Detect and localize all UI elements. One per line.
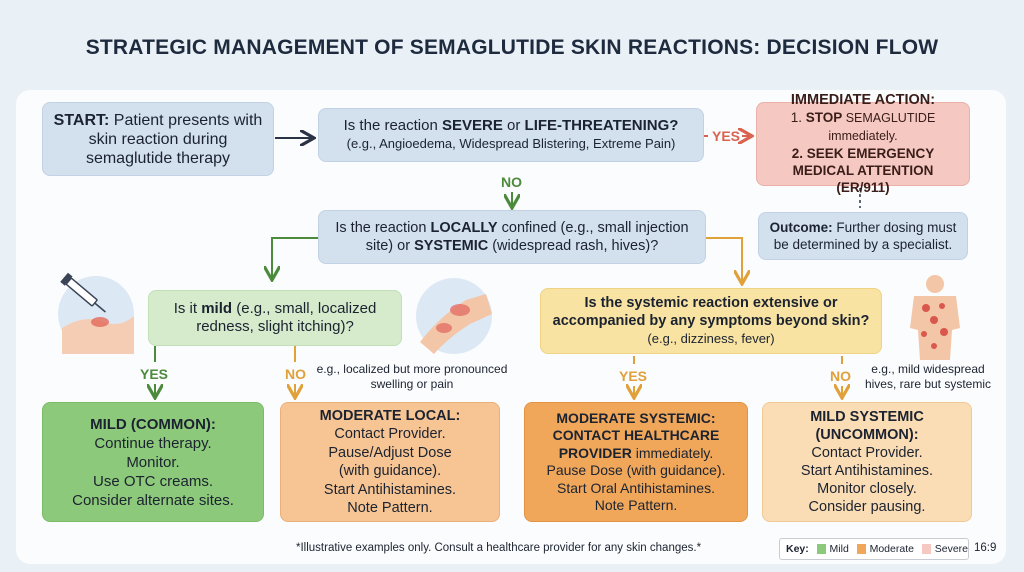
key-label: Key: [786, 543, 809, 555]
key-moderate-swatch [856, 544, 866, 554]
key-severe-swatch [921, 544, 931, 554]
q1-yes-label: YES [712, 128, 741, 144]
color-key: Key: Mild Moderate Severe [779, 538, 969, 560]
outcome-moderate-local: MODERATE LOCAL: Contact Provider. Pause/… [280, 402, 500, 522]
outcome-mild-systemic-title: MILD SYSTEMIC (UNCOMMON): [810, 409, 924, 443]
outcome-mild-systemic: MILD SYSTEMIC (UNCOMMON): Contact Provid… [762, 402, 972, 522]
q4-no-label: NO [830, 368, 851, 384]
outcome-moderate-systemic-title: MODERATE SYSTEMIC: CONTACT HEALTHCARE PR… [552, 409, 720, 461]
q4-example: (e.g., dizziness, fever) [647, 331, 775, 346]
q3-mild: mild [201, 300, 233, 317]
immediate-action-box: IMMEDIATE ACTION: 1. STOP SEMAGLUTIDE im… [756, 92, 970, 195]
outcome-moderate-systemic-text: Pause Dose (with guidance). Start Oral A… [546, 462, 726, 513]
q2-post: (widespread rash, hives)? [488, 238, 659, 254]
key-moderate: Moderate [869, 543, 914, 555]
outcome-mild-systemic-text: Contact Provider. Start Antihistamines. … [800, 445, 934, 515]
q3-text: Is it [173, 300, 202, 317]
footnote: *Illustrative examples only. Consult a h… [296, 542, 702, 554]
q2-locally: LOCALLY [430, 220, 498, 236]
q3-post: (e.g., small, localized redness, slight … [196, 300, 377, 335]
q2-systemic: SYSTEMIC [414, 238, 489, 254]
syringe-icon [58, 272, 134, 354]
q2-mid: confined (e.g., small injection site) or [365, 220, 689, 254]
arm-rash-icon [416, 278, 492, 354]
note-systemic: e.g., mild widespread hives, rare but sy… [864, 362, 992, 391]
outcome-box: Outcome: Further dosing must be determin… [758, 212, 968, 260]
q2-text: Is the reaction [335, 220, 431, 236]
immediate-step2: 2. SEEK EMERGENCY MEDICAL ATTENTION (ER/… [791, 146, 935, 195]
key-mild: Mild [829, 543, 849, 555]
immediate-step1-num: 1. [790, 110, 806, 125]
page-title: STRATEGIC MANAGEMENT OF SEMAGLUTIDE SKIN… [85, 36, 939, 59]
q1-severe: SEVERE [441, 117, 503, 134]
start-text: Patient presents with skin reaction duri… [85, 111, 263, 167]
note-localized: e.g., localized but more pronounced swel… [316, 362, 508, 391]
question-mild-local: Is it mild (e.g., small, localized redne… [148, 290, 402, 346]
outcome-mild-title: MILD (COMMON): [90, 415, 216, 433]
start-label: START: [53, 111, 110, 129]
systemic-rash-illustration [900, 272, 970, 362]
aspect-ratio-label: 16:9 [974, 542, 997, 554]
question-severe: Is the reaction SEVERE or LIFE-THREATENI… [318, 108, 704, 162]
outcome-text: Further dosing must be determined by a s… [773, 220, 957, 252]
outcome-mild-common: MILD (COMMON): Continue therapy. Monitor… [42, 402, 264, 522]
outcome-moderate-local-title: MODERATE LOCAL: [319, 407, 461, 424]
q3-no-label: NO [285, 366, 306, 382]
q1-no-label: NO [501, 174, 522, 190]
start-box: START: Patient presents with skin reacti… [42, 102, 274, 176]
q4-text: Is the systemic reaction extensive or ac… [552, 295, 870, 329]
question-systemic-extensive: Is the systemic reaction extensive or ac… [540, 288, 882, 354]
immediate-title: IMMEDIATE ACTION: [790, 92, 936, 108]
immediate-step1-text: SEMAGLUTIDE immediately. [828, 111, 936, 143]
torso-hives-icon [910, 275, 960, 360]
question-local-systemic: Is the reaction LOCALLY confined (e.g., … [318, 210, 706, 264]
q1-example: (e.g., Angioedema, Widespread Blistering… [346, 136, 676, 151]
outcome-moderate-systemic: MODERATE SYSTEMIC: CONTACT HEALTHCARE PR… [524, 402, 748, 522]
outcome-label: Outcome: [769, 220, 833, 235]
localized-rash-illustration [414, 276, 494, 356]
immediate-step1-stop: STOP [805, 110, 843, 125]
injection-site-illustration [54, 270, 138, 354]
key-mild-swatch [816, 544, 826, 554]
q3-yes-label: YES [140, 366, 169, 382]
q1-text: Is the reaction [343, 117, 442, 134]
key-severe: Severe [934, 543, 969, 555]
outcome-moderate-local-text: Contact Provider. Pause/Adjust Dose (wit… [323, 426, 457, 516]
q1-or: or [502, 117, 525, 134]
q4-yes-label: YES [619, 368, 648, 384]
outcome-mild-text: Continue therapy. Monitor. Use OTC cream… [72, 434, 234, 509]
q1-life-threatening: LIFE-THREATENING? [524, 117, 679, 134]
outcome-moderate-systemic-tail: immediately. [631, 444, 714, 461]
